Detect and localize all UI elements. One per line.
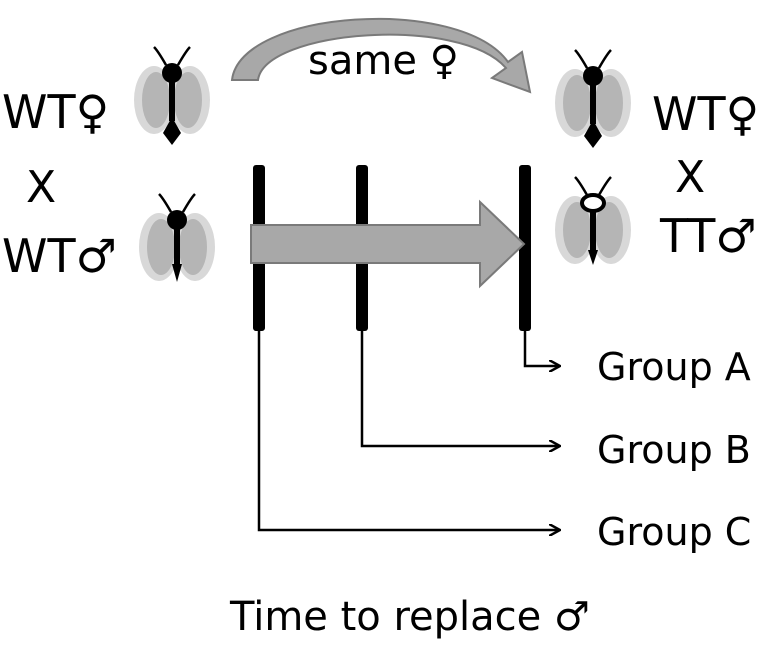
right-male-label: TT♂ xyxy=(659,209,757,263)
left-cross-symbol: X xyxy=(26,162,56,213)
right-cross-symbol: X xyxy=(675,152,705,203)
fly-female-icon xyxy=(555,49,631,148)
group-a-connector xyxy=(523,330,560,366)
fly-transgenic-male-icon xyxy=(555,176,631,265)
caption: Time to replace ♂ xyxy=(229,594,590,640)
same-female-label: same ♀ xyxy=(308,38,459,84)
right-female-label: WT♀ xyxy=(652,87,759,141)
group-a-label: Group A xyxy=(597,345,751,389)
group-b-label: Group B xyxy=(597,428,751,472)
group-c-connector xyxy=(257,330,560,530)
fly-female-icon xyxy=(134,46,210,145)
left-male-label: WT♂ xyxy=(2,229,117,283)
fly-male-icon xyxy=(139,193,215,282)
group-b-connector xyxy=(360,330,560,446)
left-female-label: WT♀ xyxy=(2,85,109,139)
group-c-label: Group C xyxy=(597,510,751,554)
same-female-arrow xyxy=(230,17,532,94)
time-bar-group-a xyxy=(519,165,531,331)
time-progression-arrow xyxy=(250,199,526,289)
